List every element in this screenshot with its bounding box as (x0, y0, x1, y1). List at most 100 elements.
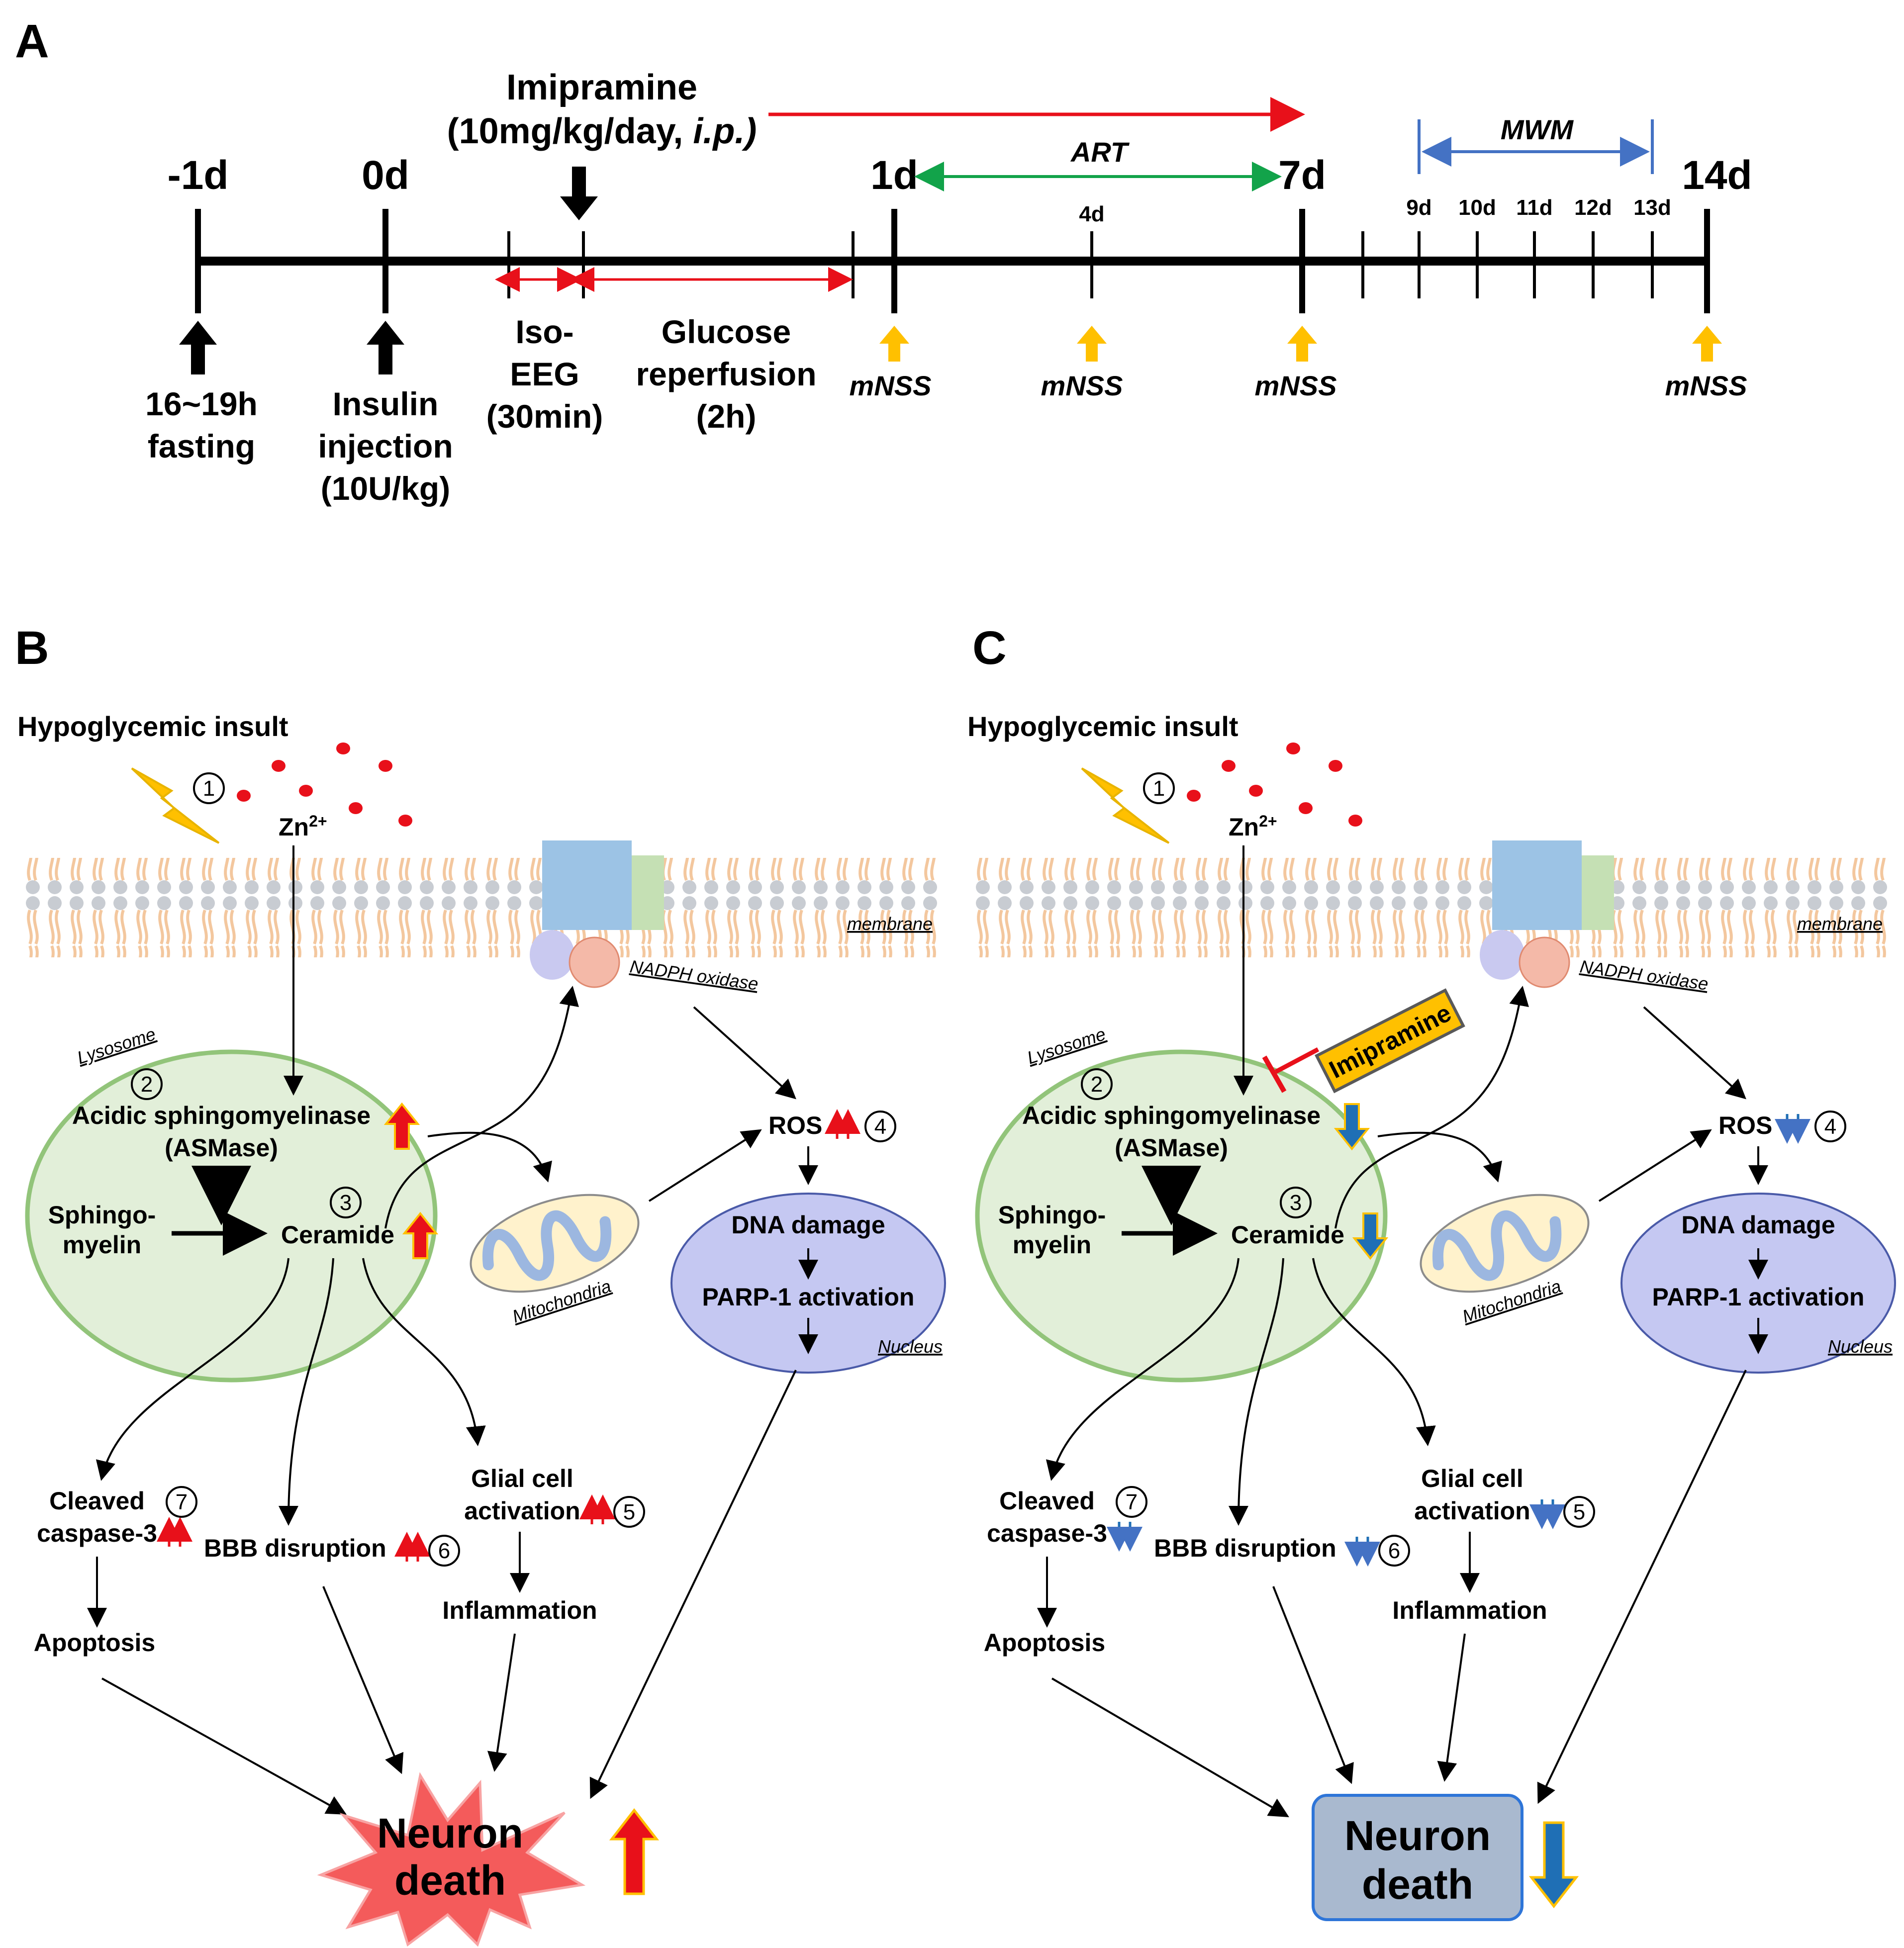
panel-b-label: B (15, 622, 49, 674)
day-label-14: 14d (1682, 153, 1752, 198)
insult-title: Hypoglycemic insult (17, 711, 288, 742)
step-6-number: 6 (1388, 1539, 1400, 1563)
ceramide-to-glial-arrow (362, 1258, 486, 1446)
zinc-label: Zn2+ (1229, 812, 1277, 841)
glial-line1: Glial cell (1421, 1465, 1523, 1492)
step-7-number: 7 (176, 1490, 188, 1514)
membrane-label: membrane (1797, 914, 1883, 934)
membrane-bilayer (20, 858, 940, 957)
bbb-label: BBB disruption (204, 1534, 386, 1562)
panel-c-mechanism: C Hypoglycemic insult 1 Zn2+ membrane NA… (967, 622, 1896, 1921)
mnss-arrow-14d (1692, 326, 1722, 362)
lysosome-label: Lysosome (75, 1023, 158, 1068)
mitochondria-to-ros-arrow (1598, 1129, 1712, 1202)
day-label-1: 1d (870, 153, 918, 198)
step-1-circle (1143, 772, 1175, 804)
imipramine-inhibition-line (1274, 1047, 1320, 1074)
nucleus-to-death-arrow (589, 1370, 797, 1799)
lightning-icon (131, 767, 220, 844)
mitochondria-to-ros-arrow (648, 1129, 762, 1202)
cleaved-line2: caspase-3 (37, 1519, 157, 1547)
parp-label: PARP-1 activation (1652, 1283, 1865, 1311)
ceramide-to-bbb-arrow (279, 1258, 334, 1526)
step-7-number: 7 (1126, 1490, 1138, 1514)
ceramide-to-caspase-arrow (1046, 1258, 1239, 1481)
bbb-decrease-icon (1344, 1537, 1380, 1567)
panel-a-timeline: A Imipramine (10mg/kg/day, i.p.) (15, 15, 1752, 507)
caspase-decrease-icon (1107, 1522, 1142, 1552)
art-label: ART (1070, 136, 1130, 168)
step-5-circle (613, 1496, 645, 1528)
iso-line3: (30min) (486, 398, 603, 435)
apoptosis-label: Apoptosis (984, 1629, 1105, 1657)
ceramide-to-bbb-arrow (1229, 1258, 1284, 1526)
inflammation-to-death-arrow (1437, 1633, 1466, 1782)
ceramide-increase-arrow (402, 1211, 439, 1259)
mnss-label-1d: mNSS (850, 370, 932, 401)
bbb-to-death-arrow (1272, 1586, 1354, 1784)
apoptosis-label: Apoptosis (34, 1629, 155, 1657)
ceramide-to-glial-arrow (1312, 1258, 1436, 1446)
nucleus (1620, 1193, 1896, 1374)
step-5-number: 5 (1573, 1500, 1585, 1524)
ceramide-to-caspase-arrow (95, 1258, 289, 1481)
step-2-circle (131, 1068, 163, 1100)
nadph-subunit-green (1582, 855, 1614, 930)
ros-label: ROS (768, 1112, 822, 1139)
ceramide-to-nadph-arrow (1334, 986, 1529, 1229)
dna-damage-label: DNA damage (1681, 1211, 1835, 1239)
ceramide-to-mitochondria-arrow (1377, 1131, 1502, 1183)
dna-damage-label: DNA damage (731, 1211, 885, 1239)
imipramine-inhibition-bar (1262, 1055, 1287, 1093)
asmase-line1: Acidic sphingomyelinase (72, 1102, 371, 1129)
step-5-number: 5 (623, 1500, 635, 1524)
fasting-arrow (179, 321, 217, 374)
ros-label: ROS (1718, 1112, 1772, 1139)
bbb-to-death-arrow (322, 1586, 404, 1774)
insulin-line1: Insulin (333, 385, 439, 422)
ceramide-label: Ceramide (281, 1221, 394, 1249)
nadph-label: NADPH oxidase (629, 956, 760, 994)
neuron-death-starburst (317, 1772, 586, 1947)
nadph-subunit-pink (1519, 936, 1570, 988)
step-3-number: 3 (1290, 1191, 1302, 1215)
mnss-arrow-4d (1077, 326, 1107, 362)
step-3-circle (1280, 1187, 1312, 1218)
day-label-4: 4d (1079, 202, 1104, 226)
apoptosis-to-death-arrow (1051, 1677, 1289, 1818)
step-7-circle (166, 1486, 197, 1518)
panel-b-mechanism: B Hypoglycemic insult 1 Zn2+ membrane NA… (15, 622, 946, 1947)
glial-increase-icon (579, 1494, 615, 1524)
imipramine-badge: Imipramine (1315, 988, 1465, 1094)
step-1-circle (193, 772, 225, 804)
step-2-number: 2 (1091, 1072, 1103, 1097)
ceramide-decrease-arrow (1352, 1212, 1389, 1260)
sphingo-line1: Sphingo- (48, 1201, 156, 1229)
ros-increase-icon (825, 1109, 860, 1139)
mnss-label-4d: mNSS (1041, 370, 1123, 401)
nadph-to-ros-arrow (693, 1006, 796, 1100)
day-label-12: 12d (1574, 195, 1612, 220)
day-label-0: 0d (362, 153, 409, 198)
day-label-11: 11d (1516, 195, 1552, 220)
mnss-markers: mNSS mNSS mNSS mNSS (850, 326, 1747, 401)
asmase-increase-arrow (383, 1102, 420, 1150)
membrane-label: membrane (847, 914, 933, 934)
step-4-circle (864, 1111, 896, 1142)
day-label-minus1: -1d (168, 153, 229, 198)
glial-line1: Glial cell (471, 1465, 573, 1492)
imipramine-dose: (10mg/kg/day, i.p.) (447, 111, 757, 151)
mitochondria (1420, 1194, 1590, 1293)
neuron-death-decrease-arrow (1528, 1821, 1579, 1909)
day-label-7: 7d (1278, 153, 1326, 198)
step-5-circle (1563, 1496, 1595, 1528)
insulin-line2: injection (318, 428, 453, 464)
fasting-line1: 16~19h (145, 385, 258, 422)
step-3-number: 3 (340, 1191, 352, 1215)
imipramine-title: Imipramine (506, 68, 697, 107)
sphingo-line2: myelin (1013, 1231, 1091, 1259)
step-6-number: 6 (438, 1539, 450, 1563)
day-label-10: 10d (1458, 195, 1496, 220)
nadph-subunit-blue (542, 840, 632, 930)
